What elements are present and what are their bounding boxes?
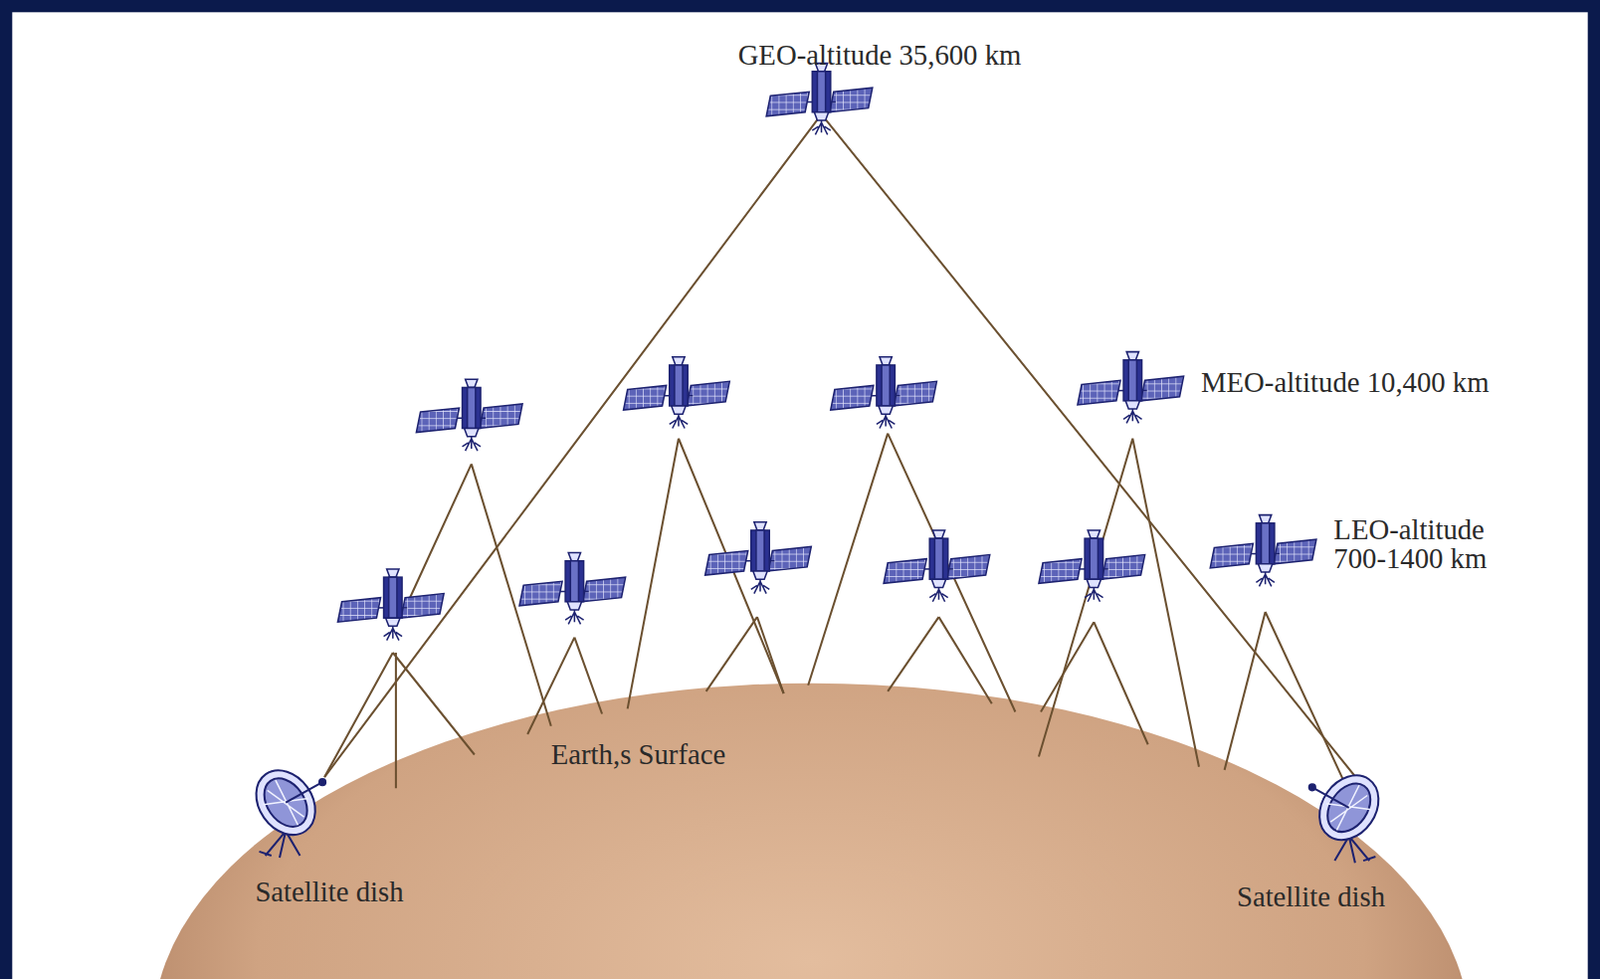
dish-label: Satellite dish xyxy=(254,878,403,908)
orbit-label: GEO-altitude 35,600 km xyxy=(738,40,1022,70)
orbit-label: MEO-altitude 10,400 km xyxy=(1200,368,1489,398)
dish-label: Satellite dish xyxy=(1236,883,1386,913)
surface-label: Earth,s Surface xyxy=(551,740,726,770)
orbit-label: LEO-altitude 700-1400 km xyxy=(1333,516,1523,574)
